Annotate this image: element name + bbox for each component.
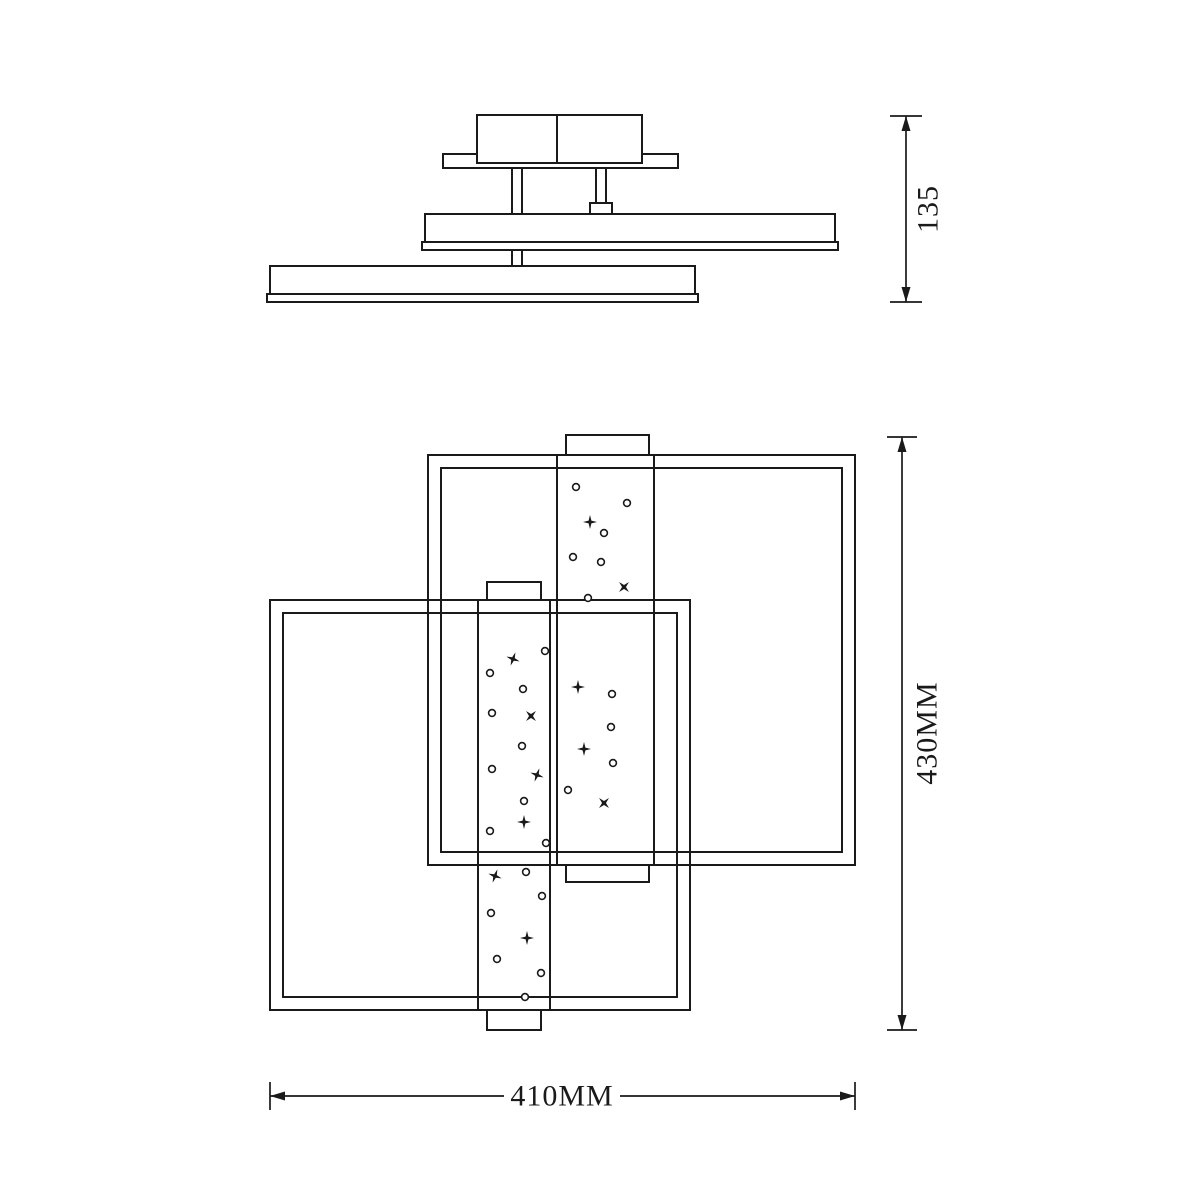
led-dot <box>486 908 496 918</box>
dimension-label-plan-height: 430MM <box>911 681 944 784</box>
sparkle-layer <box>485 482 632 1002</box>
dim-arrow-down <box>901 287 911 302</box>
led-star <box>506 652 520 666</box>
dim-arrow-right <box>840 1091 855 1101</box>
led-dot <box>563 785 573 795</box>
led-dot <box>568 552 578 562</box>
frame-upper <box>427 454 856 866</box>
dim-arrow-down <box>897 1015 907 1030</box>
lower-panel <box>269 265 696 295</box>
canopy-box-left <box>476 114 558 164</box>
led-dot <box>519 796 529 806</box>
led-dot <box>485 826 495 836</box>
upper-panel-rim <box>421 241 839 251</box>
led-star <box>583 515 597 529</box>
led-star <box>530 768 544 782</box>
led-dot <box>517 741 527 751</box>
strip-lower-top-tab <box>486 581 542 601</box>
led-dot <box>607 689 617 699</box>
dimension-plan-height: 430MM <box>887 436 944 1031</box>
led-dot <box>608 758 618 768</box>
lower-panel-rim <box>266 293 699 303</box>
stem-right-collar <box>589 202 613 215</box>
led-dot <box>537 891 547 901</box>
led-dot <box>606 722 616 732</box>
led-dot <box>622 498 632 508</box>
led-dot <box>520 992 530 1002</box>
led-dot <box>571 482 581 492</box>
frame-lower <box>269 599 691 1011</box>
dimension-side-height: 135 <box>890 115 945 303</box>
led-star <box>577 742 591 756</box>
frame-lower-inner <box>282 612 678 998</box>
led-dot <box>492 954 502 964</box>
led-star <box>571 680 585 694</box>
led-star <box>517 815 531 829</box>
side-view <box>266 114 839 303</box>
dim-text-mask <box>504 1079 620 1113</box>
led-star <box>599 798 609 808</box>
led-dot <box>540 646 550 656</box>
led-star <box>488 869 502 883</box>
led-dot <box>487 764 497 774</box>
strip-upper-bottom-tab <box>565 864 650 883</box>
middle-stem <box>511 249 523 267</box>
led-star <box>526 711 536 721</box>
led-dot <box>583 593 593 603</box>
led-dot <box>521 867 531 877</box>
dimension-label-plan-width: 410MM <box>510 1080 613 1113</box>
dim-arrow-up <box>901 116 911 131</box>
light-strip-lower <box>477 581 551 1031</box>
led-dot <box>536 968 546 978</box>
frame-lower-outer <box>269 599 691 1011</box>
led-star <box>520 931 534 945</box>
frame-upper-outer <box>427 454 856 866</box>
dim-arrow-up <box>897 437 907 452</box>
dim-arrow-left <box>270 1091 285 1101</box>
upper-panel <box>424 213 836 243</box>
stem-left <box>511 167 523 215</box>
led-dot <box>487 708 497 718</box>
led-dot <box>485 668 495 678</box>
led-dot <box>541 838 551 848</box>
led-dot <box>596 557 606 567</box>
led-star <box>619 582 629 592</box>
dimension-label-side-height: 135 <box>912 185 945 233</box>
canopy-box-right <box>556 114 643 164</box>
led-dot <box>518 684 528 694</box>
strip-upper-top-tab <box>565 434 650 456</box>
plan-view <box>269 434 856 1031</box>
frame-upper-inner <box>440 467 843 853</box>
led-dot <box>599 528 609 538</box>
strip-lower-bottom-tab <box>486 1009 542 1031</box>
dimension-plan-width: 410MM <box>269 1079 856 1113</box>
light-strip-upper <box>556 434 655 883</box>
